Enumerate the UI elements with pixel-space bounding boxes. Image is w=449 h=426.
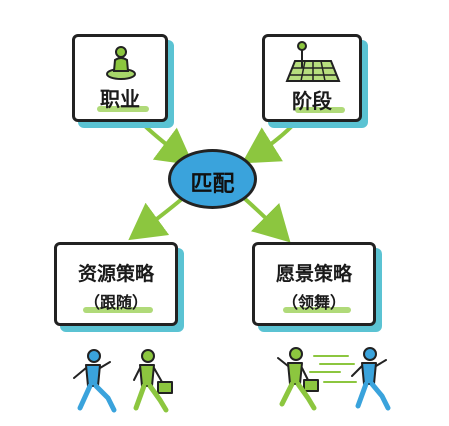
blue-follower-runner-icon (351, 347, 391, 411)
career-box: 职业 (72, 34, 168, 122)
arrow-match-to-vision (242, 196, 291, 243)
stage-underline (295, 107, 345, 113)
arrow-stage-to-match (241, 124, 294, 164)
vision-mode-underline (283, 307, 351, 313)
green-runner-briefcase-icon (133, 349, 173, 413)
arrow-career-to-match (143, 124, 194, 166)
vision-mode-label: （领舞） (281, 293, 346, 312)
person-pin-icon (106, 46, 136, 80)
resource-strategy-box: 资源策略 （跟随） (54, 242, 178, 326)
match-label: 匹配 (190, 172, 235, 197)
green-leader-briefcase-icon (277, 347, 319, 411)
grid-map-pin-icon (285, 41, 341, 82)
vision-strategy-label: 愿景策略 (275, 263, 352, 285)
vision-strategy-box: 愿景策略 （领舞） (252, 242, 376, 326)
resource-mode-underline (83, 307, 153, 313)
match-oval: 匹配 (168, 149, 257, 209)
speed-lines (309, 355, 357, 383)
blue-runner-icon (73, 349, 117, 413)
career-underline (97, 106, 149, 112)
lead-figures-illustration (277, 347, 391, 411)
resource-mode-label: （跟随） (83, 293, 148, 312)
career-label: 职业 (100, 87, 140, 111)
stage-label: 阶段 (292, 89, 332, 113)
follow-figures-illustration (73, 349, 173, 413)
arrow-match-to-resource (128, 196, 185, 241)
stage-box: 阶段 (262, 34, 362, 122)
resource-strategy-label: 资源策略 (77, 263, 154, 285)
